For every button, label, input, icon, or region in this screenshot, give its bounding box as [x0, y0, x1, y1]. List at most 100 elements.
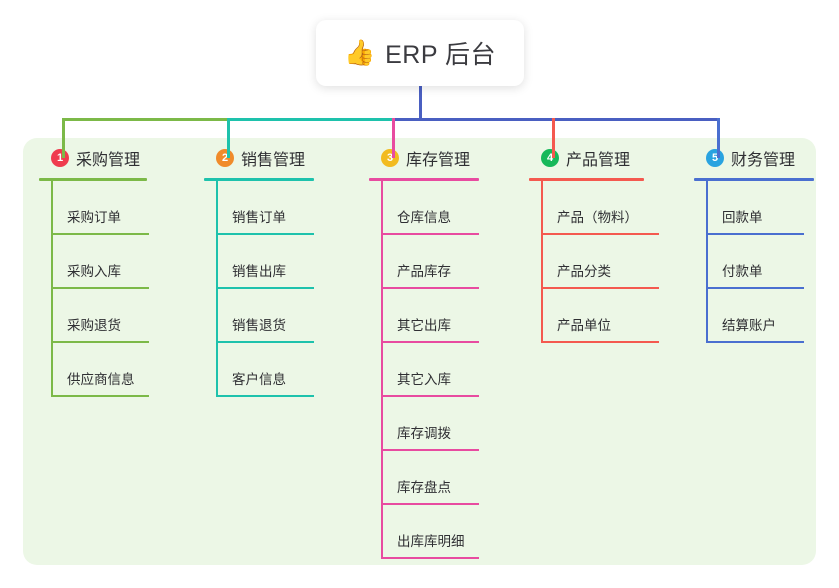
- branch-header[interactable]: 3 库存管理: [369, 146, 479, 170]
- branch-item-rule: [381, 287, 479, 289]
- branch-header[interactable]: 2 销售管理: [204, 146, 314, 170]
- branch-item-label: 产品分类: [557, 264, 611, 279]
- branch-item-label: 产品（物料）: [557, 210, 638, 225]
- branch-item[interactable]: 出库库明细: [369, 505, 479, 559]
- branch-item-rule: [381, 341, 479, 343]
- branch-item-label: 销售退货: [232, 318, 286, 333]
- branch-item-rule: [51, 395, 149, 397]
- branch-number-badge: 1: [51, 149, 69, 167]
- branch-item[interactable]: 回款单: [694, 181, 814, 235]
- branch-item-label: 库存调拨: [397, 426, 451, 441]
- branch-item-list: 采购订单采购入库采购退货供应商信息: [39, 181, 149, 397]
- branch-item[interactable]: 产品单位: [529, 289, 659, 343]
- branch-item-label: 回款单: [722, 210, 763, 225]
- branch-item-label: 采购退货: [67, 318, 121, 333]
- branches-panel: [23, 138, 816, 565]
- branch-item-rule: [51, 233, 149, 235]
- connector-segment: [392, 118, 555, 121]
- branch-item-label: 销售订单: [232, 210, 286, 225]
- branch-item[interactable]: 结算账户: [694, 289, 814, 343]
- branch-item[interactable]: 仓库信息: [369, 181, 479, 235]
- connector-drop: [392, 118, 395, 158]
- branch-item-rule: [706, 287, 804, 289]
- branch-number-badge: 3: [381, 149, 399, 167]
- branch-item-label: 产品单位: [557, 318, 611, 333]
- branch-item-label: 库存盘点: [397, 480, 451, 495]
- branch-item[interactable]: 销售出库: [204, 235, 314, 289]
- branch-item-list: 回款单付款单结算账户: [694, 181, 814, 343]
- branch-item-rule: [541, 287, 659, 289]
- branch-item-label: 销售出库: [232, 264, 286, 279]
- branch-title: 库存管理: [406, 152, 471, 169]
- root-node-card[interactable]: 👍 ERP 后台: [316, 20, 524, 86]
- branch-item-rule: [51, 341, 149, 343]
- branch-item-rule: [381, 233, 479, 235]
- branch-number-badge: 5: [706, 149, 724, 167]
- branch-item-label: 结算账户: [722, 318, 776, 333]
- branch-item[interactable]: 库存盘点: [369, 451, 479, 505]
- branch-item[interactable]: 采购入库: [39, 235, 149, 289]
- branch-item-rule: [381, 395, 479, 397]
- branch-item-label: 供应商信息: [67, 372, 135, 387]
- connector-segment: [62, 118, 230, 121]
- root-node-title: ERP 后台: [385, 41, 497, 69]
- branch-item[interactable]: 供应商信息: [39, 343, 149, 397]
- branch-item[interactable]: 产品分类: [529, 235, 659, 289]
- branch-item[interactable]: 销售退货: [204, 289, 314, 343]
- branch-item-label: 出库库明细: [397, 534, 465, 549]
- branch-item[interactable]: 其它出库: [369, 289, 479, 343]
- branch-header-rule: [204, 178, 314, 181]
- connector-drop: [552, 118, 555, 158]
- branch-item-rule: [541, 341, 659, 343]
- thumbs-up-icon: 👍: [343, 38, 376, 67]
- branch-item-rule: [216, 233, 314, 235]
- branch-item-rule: [51, 287, 149, 289]
- branch-title: 销售管理: [241, 152, 306, 169]
- branch-item[interactable]: 产品（物料）: [529, 181, 659, 235]
- branch-item-label: 仓库信息: [397, 210, 451, 225]
- branch-item-rule: [216, 341, 314, 343]
- branch-item[interactable]: 产品库存: [369, 235, 479, 289]
- branch-item-rule: [541, 233, 659, 235]
- branch-header-rule: [39, 178, 147, 181]
- branch-item[interactable]: 客户信息: [204, 343, 314, 397]
- connector-drop: [227, 118, 230, 158]
- branch-item[interactable]: 其它入库: [369, 343, 479, 397]
- root-connector-stem: [419, 86, 422, 119]
- branch-item-rule: [381, 503, 479, 505]
- branch-column-3: 3 库存管理仓库信息产品库存其它出库其它入库库存调拨库存盘点出库库明细: [369, 146, 479, 559]
- branch-title: 产品管理: [566, 152, 631, 169]
- branch-item-list: 仓库信息产品库存其它出库其它入库库存调拨库存盘点出库库明细: [369, 181, 479, 559]
- branch-item[interactable]: 采购退货: [39, 289, 149, 343]
- connector-drop: [717, 118, 720, 158]
- branch-item-label: 客户信息: [232, 372, 286, 387]
- branch-header-rule: [694, 178, 814, 181]
- branch-item-rule: [706, 341, 804, 343]
- branch-item[interactable]: 采购订单: [39, 181, 149, 235]
- branch-item-label: 采购订单: [67, 210, 121, 225]
- branch-item-label: 产品库存: [397, 264, 451, 279]
- branch-spine: [381, 181, 383, 559]
- branch-item-label: 其它入库: [397, 372, 451, 387]
- branch-item[interactable]: 库存调拨: [369, 397, 479, 451]
- branch-item-rule: [381, 449, 479, 451]
- branch-header-rule: [369, 178, 479, 181]
- branch-item[interactable]: 付款单: [694, 235, 814, 289]
- branch-item-rule: [381, 557, 479, 559]
- branch-item-list: 销售订单销售出库销售退货客户信息: [204, 181, 314, 397]
- branch-spine: [51, 181, 53, 397]
- connector-drop: [62, 118, 65, 158]
- branch-number-badge: 2: [216, 149, 234, 167]
- branch-column-2: 2 销售管理销售订单销售出库销售退货客户信息: [204, 146, 314, 397]
- branch-spine: [541, 181, 543, 343]
- connector-segment: [552, 118, 720, 121]
- branch-item[interactable]: 销售订单: [204, 181, 314, 235]
- branch-item-label: 采购入库: [67, 264, 121, 279]
